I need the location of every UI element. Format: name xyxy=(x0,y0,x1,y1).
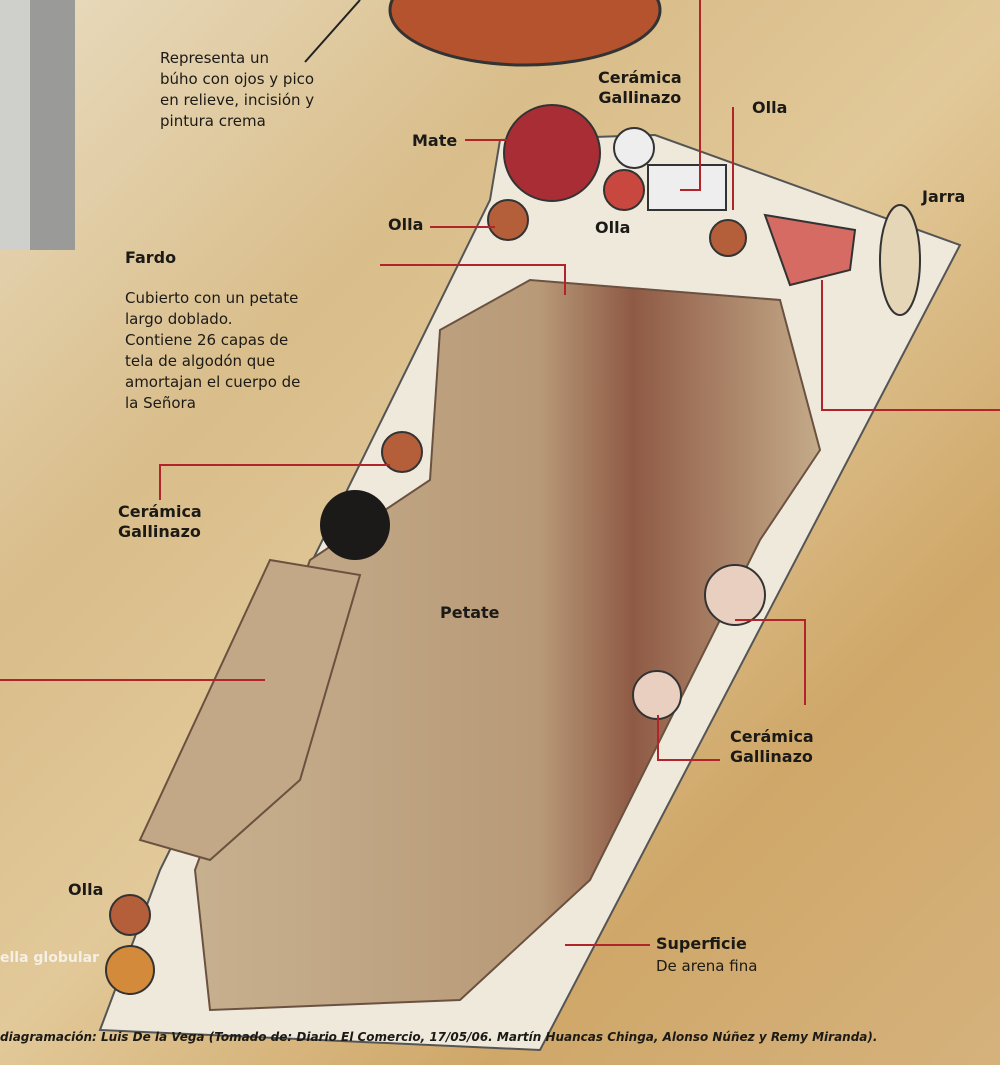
owl-note-line: en relieve, incisión y xyxy=(160,91,315,109)
label-line: Gallinazo xyxy=(598,88,682,107)
label-botella: ella globular xyxy=(0,950,99,966)
fardo-line: la Señora xyxy=(125,394,196,412)
label-mate: Mate xyxy=(412,131,458,150)
fardo-line: Contiene 26 capas de xyxy=(125,331,289,349)
label-ceramica-left: Cerámica Gallinazo xyxy=(118,502,202,542)
left-building xyxy=(0,0,75,250)
superficie-subtitle: De arena fina xyxy=(656,957,758,975)
body-wrap xyxy=(138,558,362,862)
label-olla-top-right: Olla xyxy=(752,98,788,117)
owl-note-line: búho con ojos y pico xyxy=(160,70,315,88)
owl-note-line: Representa un xyxy=(160,49,269,67)
label-ceramica-right: Cerámica Gallinazo xyxy=(730,727,814,767)
label-olla-bottom: Olla xyxy=(68,880,104,899)
pots xyxy=(105,104,921,995)
label-line: Gallinazo xyxy=(730,747,813,766)
label-jarra: Jarra xyxy=(922,187,966,206)
fardo-line: amortajan el cuerpo de xyxy=(125,373,301,391)
leader-lines xyxy=(0,0,1000,946)
fardo-description: Cubierto con un petate largo doblado. Co… xyxy=(125,288,300,414)
owl-note-line: pintura crema xyxy=(160,112,266,130)
label-ceramica-top: Cerámica Gallinazo xyxy=(598,68,682,108)
fardo-line: tela de algodón que xyxy=(125,352,276,370)
label-olla-left: Olla xyxy=(388,215,424,234)
head xyxy=(320,490,390,560)
label-olla-center: Olla xyxy=(595,218,631,237)
label-line: Cerámica xyxy=(118,502,202,521)
label-petate: Petate xyxy=(440,603,500,622)
label-line: Cerámica xyxy=(598,68,682,87)
label-line: Gallinazo xyxy=(118,522,201,541)
credits-caption: diagramación: Luis De la Vega (Tomado de… xyxy=(0,1030,878,1044)
label-line: Cerámica xyxy=(730,727,814,746)
fardo-line: Cubierto con un petate xyxy=(125,289,299,307)
superficie-title: Superficie xyxy=(656,934,747,953)
fardo-title: Fardo xyxy=(125,248,177,267)
fardo-line: largo doblado. xyxy=(125,310,233,328)
owl-note: Representa un búho con ojos y pico en re… xyxy=(160,48,314,132)
owl-vessel xyxy=(388,0,662,67)
